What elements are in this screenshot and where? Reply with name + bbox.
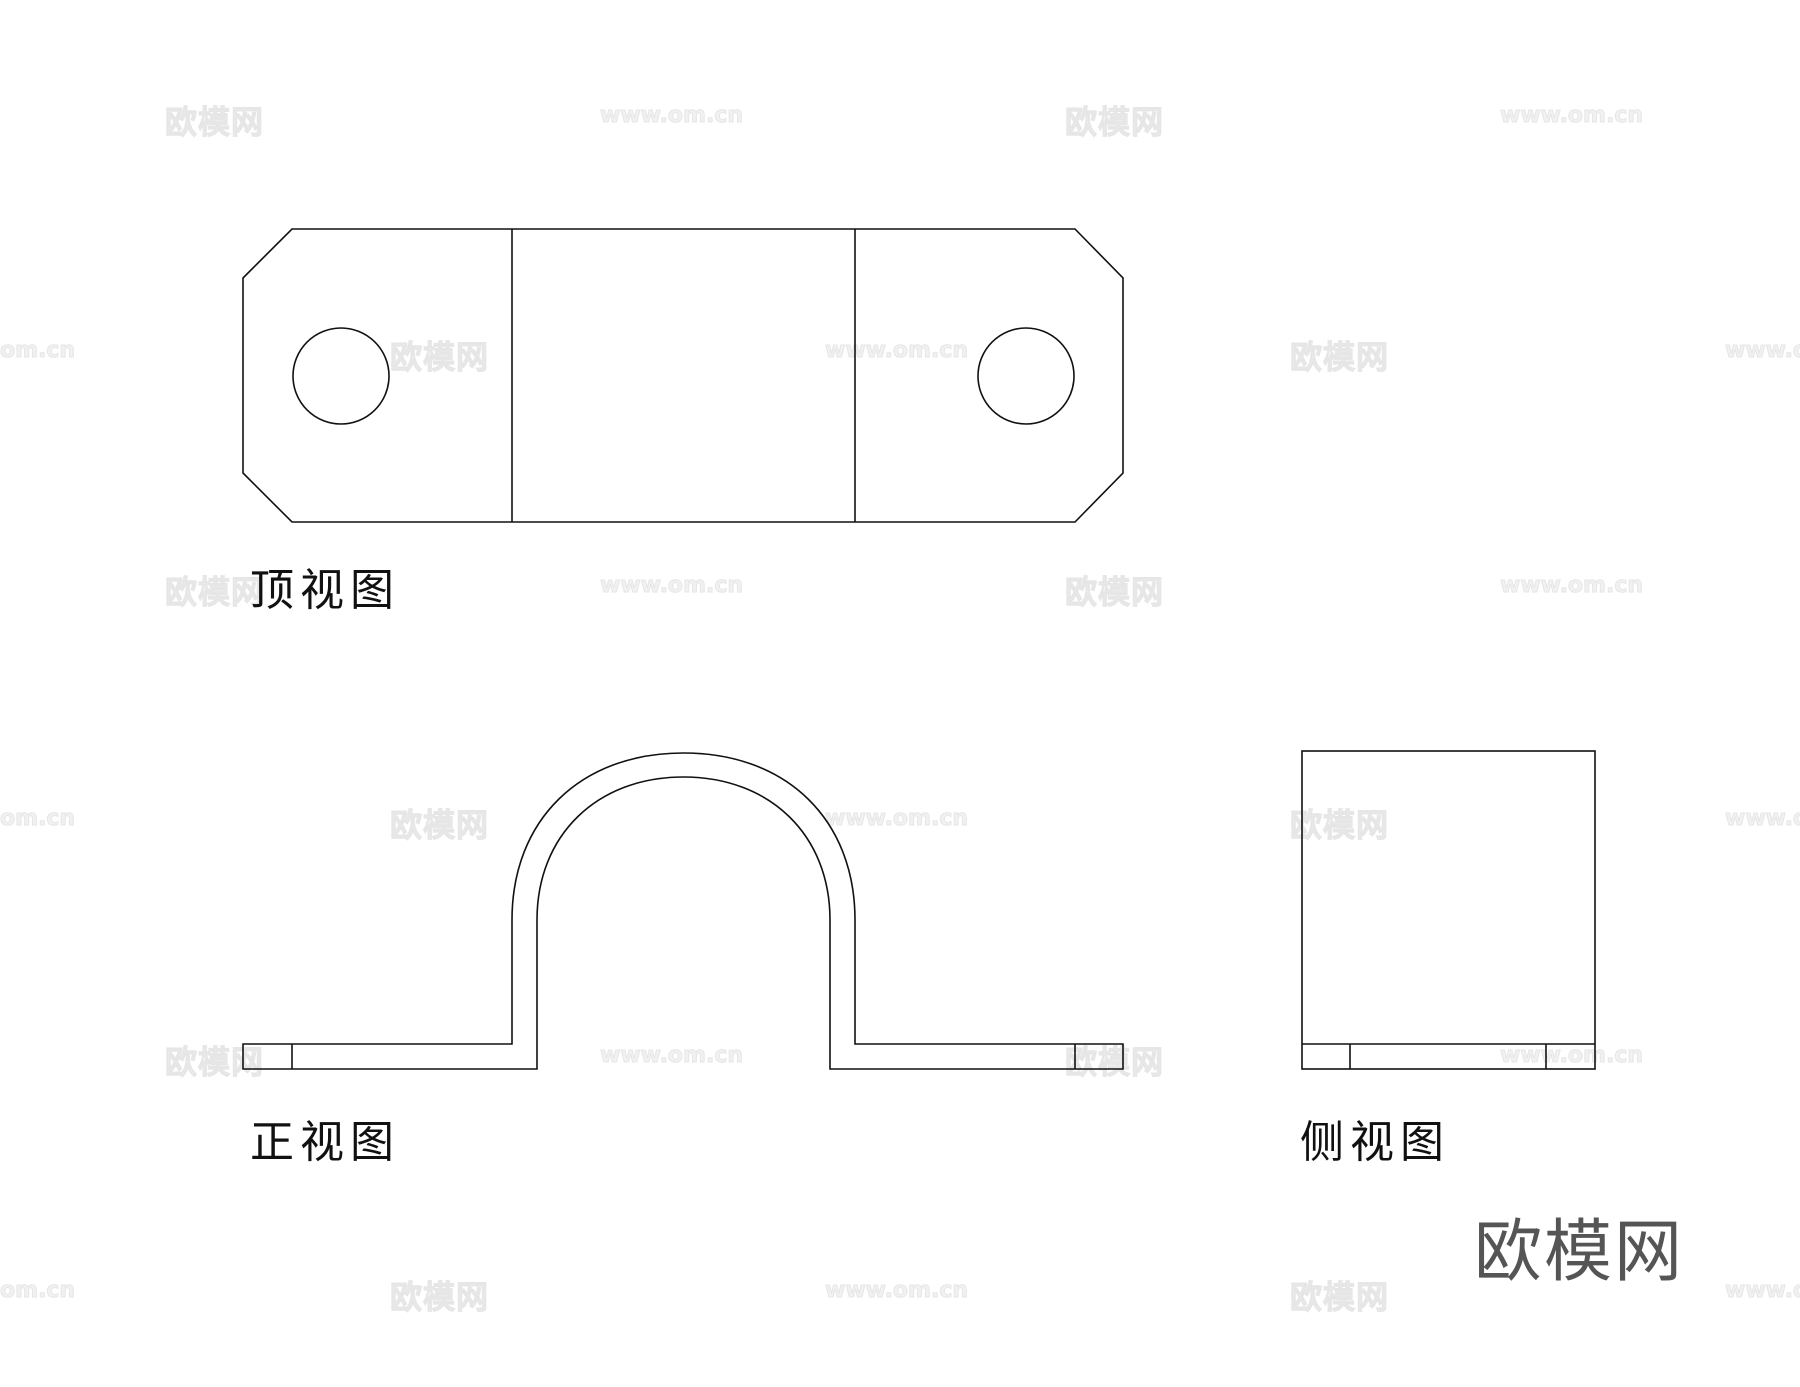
watermark: 欧模网 xyxy=(164,1043,265,1082)
watermark: www.om.cn xyxy=(1499,1043,1644,1069)
side-view xyxy=(1301,750,1596,1070)
front-view-outline xyxy=(242,752,1124,1070)
watermark: www.om.cn xyxy=(1499,103,1644,129)
watermark: www.om.cn xyxy=(599,103,744,129)
front-view xyxy=(242,752,1124,1070)
watermark: www.om.cn xyxy=(824,338,969,364)
mounting-hole-left xyxy=(292,327,390,425)
watermark: 欧模网 xyxy=(1289,338,1390,377)
watermark: 欧模网 xyxy=(1064,1043,1165,1082)
front-view-label: 正视图 xyxy=(250,1117,400,1168)
brand-logo: 欧模网 xyxy=(1474,1213,1685,1292)
watermark: 欧模网 xyxy=(389,1278,490,1317)
watermark: 欧模网 xyxy=(1064,573,1165,612)
watermark: 欧模网 xyxy=(389,338,490,377)
watermark: www.om.cn xyxy=(599,1043,744,1069)
top-view-label: 顶视图 xyxy=(250,565,400,616)
watermark: om.cn xyxy=(0,806,76,832)
watermark: www.om.cn xyxy=(599,573,744,599)
watermark: 欧模网 xyxy=(1064,103,1165,142)
watermark: 欧模网 xyxy=(164,573,265,612)
top-view xyxy=(242,228,1124,523)
watermark: 欧模网 xyxy=(389,806,490,845)
watermark: 欧模网 xyxy=(1289,1278,1390,1317)
watermark: www.om.cn xyxy=(824,806,969,832)
watermark: www.om.cn xyxy=(824,1278,969,1304)
watermark: www.om.cn xyxy=(1499,573,1644,599)
side-view-outline xyxy=(1301,750,1596,1070)
watermark: www.o xyxy=(1724,806,1800,832)
watermark: om.cn xyxy=(0,1278,76,1304)
watermark: om.cn xyxy=(0,338,76,364)
side-view-label: 侧视图 xyxy=(1300,1117,1450,1168)
watermark: www.o xyxy=(1724,338,1800,364)
watermark: 欧模网 xyxy=(164,103,265,142)
mounting-hole-right xyxy=(977,327,1075,425)
top-view-outline xyxy=(242,228,1124,523)
watermark: 欧模网 xyxy=(1289,806,1390,845)
watermark: www.o xyxy=(1724,1278,1800,1304)
